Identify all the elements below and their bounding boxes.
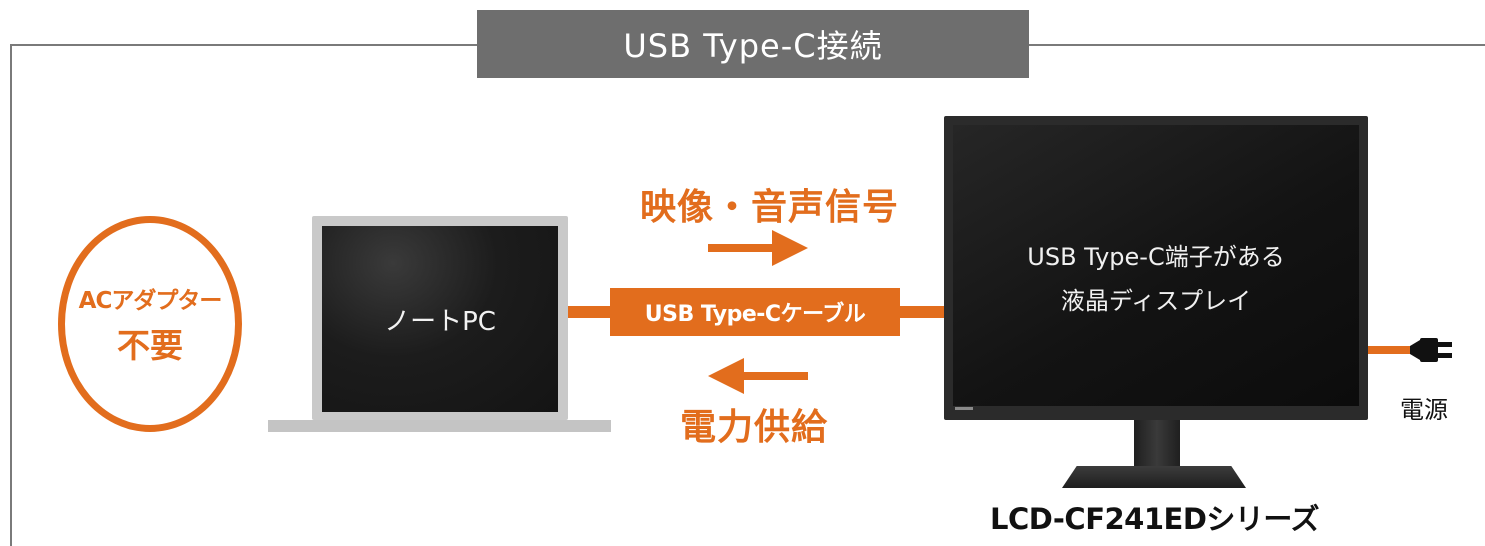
frame-left (10, 44, 12, 546)
header-title: USB Type-C接続 (477, 10, 1029, 78)
power-label: 電源 (1400, 396, 1448, 424)
monitor-line1: USB Type-C端子がある (1027, 243, 1285, 271)
frame-top-left (10, 44, 477, 46)
usb-cable-label: USB Type-Cケーブル (610, 288, 900, 336)
model-label: LCD-CF241EDシリーズ (990, 502, 1319, 536)
power-cable (1368, 346, 1412, 354)
laptop-base (268, 420, 611, 432)
power-flow-label: 電力供給 (680, 407, 829, 448)
monitor-logo (955, 407, 973, 410)
laptop: ノートPC (312, 216, 568, 420)
not-required-label: 不要 (117, 326, 183, 365)
signal-flow-label: 映像・音声信号 (640, 187, 900, 228)
monitor-screen: USB Type-C端子がある 液晶ディスプレイ (953, 125, 1359, 406)
laptop-screen: ノートPC (322, 226, 558, 412)
power-plug-icon (1410, 338, 1452, 362)
frame-top-right (1029, 44, 1485, 46)
monitor-stand-foot (1062, 466, 1246, 488)
ac-adapter-badge: ACアダプター 不要 (58, 216, 242, 432)
arrow-right-icon (708, 230, 808, 266)
monitor-line2: 液晶ディスプレイ (1060, 287, 1252, 315)
ac-adapter-label: ACアダプター (78, 288, 223, 314)
arrow-left-icon (708, 358, 808, 394)
monitor: USB Type-C端子がある 液晶ディスプレイ (944, 116, 1368, 420)
laptop-label: ノートPC (384, 306, 496, 337)
monitor-stand-neck (1134, 420, 1180, 470)
